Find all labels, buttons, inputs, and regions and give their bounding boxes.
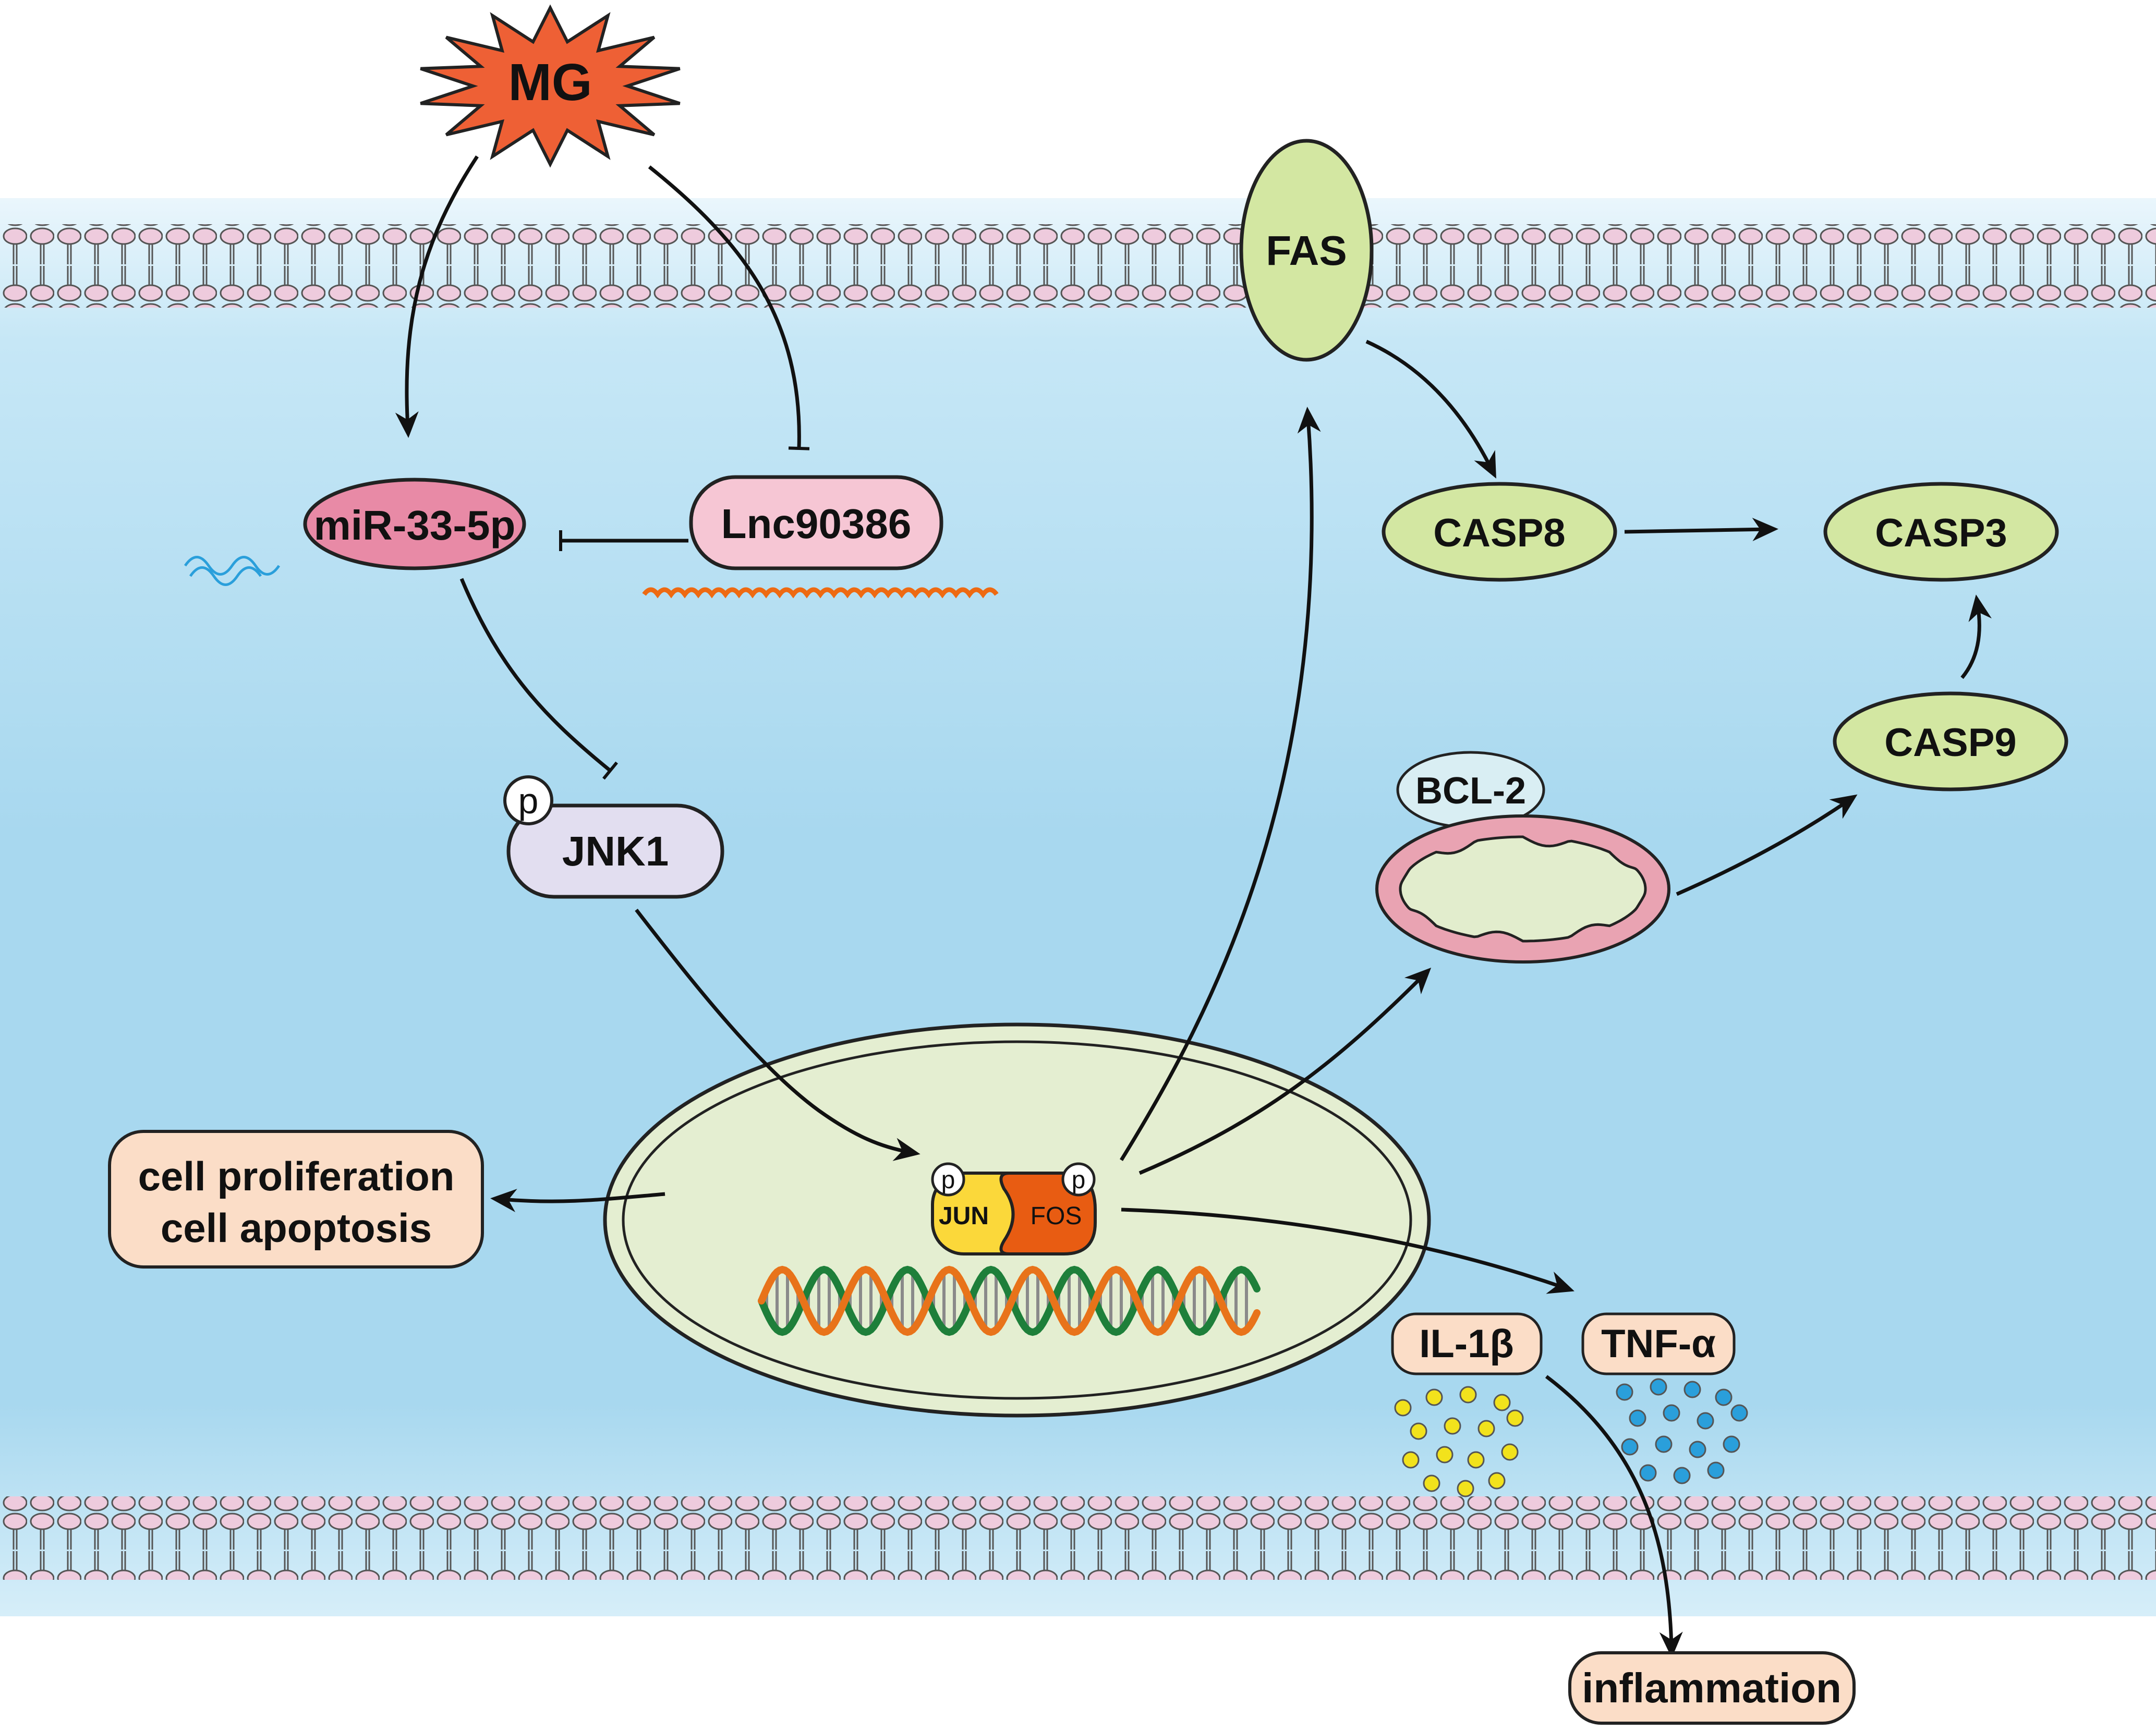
edge-mg-to-mir xyxy=(395,155,479,438)
casp9-node: CASP9 xyxy=(1833,691,2068,791)
dna-helix-icon xyxy=(758,1265,1261,1336)
jun-phospho-label: p xyxy=(941,1166,955,1194)
bcl-2-node: BCL-2 xyxy=(1396,751,1545,829)
fas-node: FAS xyxy=(1239,139,1374,362)
cell-proliferation-label: cell proliferation xyxy=(138,1153,455,1199)
cell-fate-outcome: cell proliferation cell apoptosis xyxy=(108,1130,484,1269)
edge-il1b-to-inflammation xyxy=(1545,1375,1683,1658)
mir-label: miR-33-5p xyxy=(314,502,516,548)
inflammation-label: inflammation xyxy=(1582,1665,1842,1711)
jun-phospho-icon xyxy=(931,1162,965,1197)
phospho-label: p xyxy=(518,781,539,821)
edge-junfos-to-fas xyxy=(1120,407,1321,1161)
edge-junfos-to-mitochondria xyxy=(1138,967,1432,1175)
edge-casp9-to-casp3 xyxy=(1960,594,1992,679)
edge-casp8-to-casp3 xyxy=(1624,518,1778,542)
mitochondrion-icon xyxy=(1375,814,1670,964)
mg-label: MG xyxy=(508,53,592,112)
lnc-label: Lnc90386 xyxy=(721,501,912,547)
edge-mg-inhibits-lnc xyxy=(648,165,810,450)
casp3-node: CASP3 xyxy=(1823,482,2059,582)
casp8-label: CASP8 xyxy=(1433,511,1565,555)
inflammation-outcome: inflammation xyxy=(1568,1651,1856,1725)
mirna-strand-icon xyxy=(184,556,281,586)
casp8-node: CASP8 xyxy=(1382,482,1617,582)
edge-nucleus-to-cell-fate xyxy=(490,1189,665,1212)
tnf-a-cytokine-dots xyxy=(1616,1378,1748,1484)
cell-apoptosis-label: cell apoptosis xyxy=(161,1205,432,1251)
il-1b-node: IL-1β xyxy=(1391,1312,1543,1375)
jun-label: JUN xyxy=(939,1202,989,1230)
il1b-label: IL-1β xyxy=(1419,1322,1514,1366)
mir-33-5p-node: miR-33-5p xyxy=(303,478,526,570)
plasma-membrane-top xyxy=(0,224,2156,308)
jnk1-node: JNK1 p xyxy=(503,775,724,899)
edge-mitochondria-to-casp9 xyxy=(1676,794,1858,896)
edge-jnk-to-jun-fos xyxy=(635,908,920,1161)
tnf-a-node: TNF-α xyxy=(1581,1312,1736,1375)
fos-label: FOS xyxy=(1031,1202,1082,1230)
mg-stimulus: MG xyxy=(420,4,681,168)
lncrna-strand-icon xyxy=(642,587,999,599)
fas-label: FAS xyxy=(1266,227,1347,274)
edge-fas-to-casp8 xyxy=(1365,339,1496,479)
fos-phospho-icon xyxy=(1061,1162,1096,1197)
jnk-label: JNK1 xyxy=(562,828,669,874)
edge-mir-inhibits-jnk xyxy=(459,578,618,780)
casp3-label: CASP3 xyxy=(1875,511,2007,555)
plasma-membrane-bottom xyxy=(0,1496,2156,1580)
edge-junfos-to-cytokines xyxy=(1121,1208,1574,1294)
bcl2-label: BCL-2 xyxy=(1415,770,1526,812)
fos-phospho-label: p xyxy=(1072,1166,1086,1194)
jun-fos-complex: JUN FOS p p xyxy=(931,1162,1097,1255)
lnc90386-node: Lnc90386 xyxy=(689,475,943,570)
casp9-label: CASP9 xyxy=(1884,721,2016,765)
edges xyxy=(395,155,1992,1658)
il-1b-cytokine-dots xyxy=(1394,1386,1524,1497)
tnfa-label: TNF-α xyxy=(1601,1322,1716,1366)
phospho-circle-icon xyxy=(503,775,553,825)
